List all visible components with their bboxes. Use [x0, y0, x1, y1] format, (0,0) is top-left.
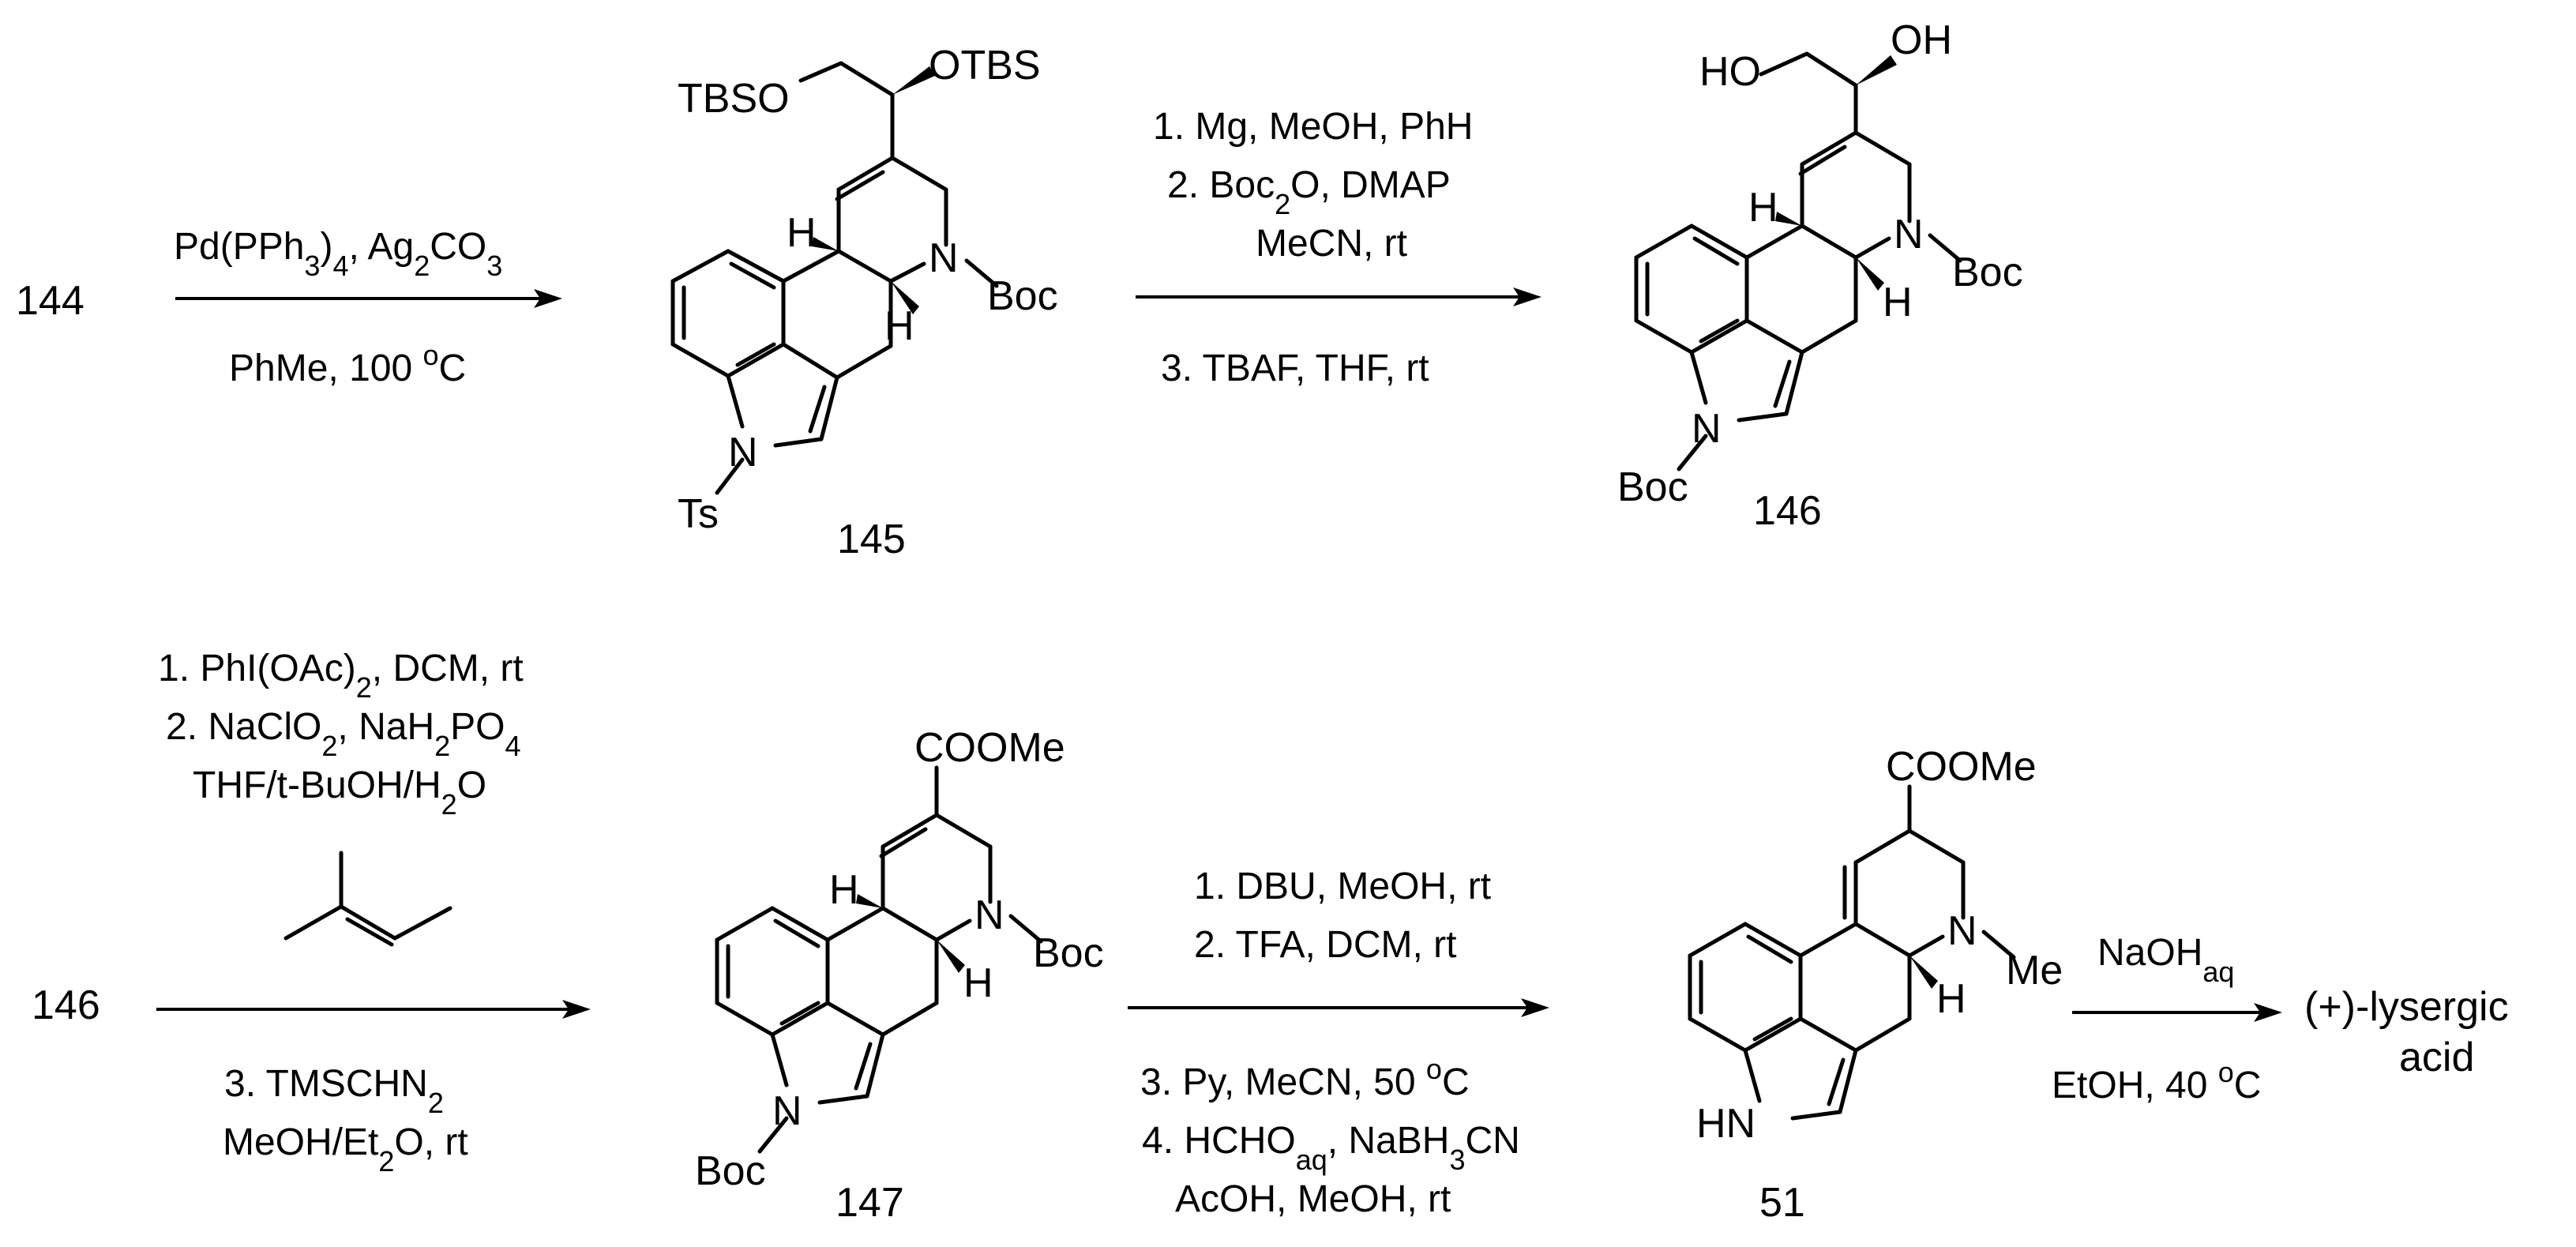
- atom-OH-146: OH: [1891, 17, 1952, 63]
- atom-Boc-147b: Boc: [695, 1148, 766, 1194]
- atom-N-51: N: [1947, 908, 1977, 954]
- atom-Boc-146: Boc: [1952, 250, 2023, 295]
- condition-r1-above: Pd(PPh3)4, Ag2CO3: [174, 226, 502, 282]
- compound-label-146: 146: [1753, 488, 1822, 534]
- atom-COOMe-51: COOMe: [1886, 744, 2037, 790]
- atom-Boc-145: Boc: [987, 273, 1058, 319]
- reaction-arrow-1: [175, 289, 562, 308]
- condition-r2-a1: 1. Mg, MeOH, PhH: [1153, 106, 1473, 148]
- atom-H-51: H: [1936, 976, 1966, 1022]
- atom-H-146b: H: [1883, 280, 1913, 325]
- condition-r3-b1: 3. TMSCHN2: [224, 1063, 444, 1119]
- reaction-arrow-5: [2072, 1003, 2282, 1022]
- condition-r3-a3: THF/t-BuOH/H2O: [193, 764, 486, 821]
- atom-H-146a: H: [1748, 185, 1778, 231]
- atom-H-147b: H: [963, 960, 993, 1006]
- atom-TBSO: TBSO: [678, 76, 790, 122]
- compound-label-144: 144: [16, 278, 84, 324]
- compound-label-145: 145: [837, 516, 906, 562]
- reaction-arrow-2: [1136, 287, 1541, 306]
- structure-147: [715, 765, 1043, 1154]
- structure-2-methyl-2-butene: [284, 851, 452, 947]
- structure-145: [670, 61, 999, 495]
- atom-N-147: N: [974, 892, 1004, 938]
- compound-label-147: 147: [836, 1180, 904, 1226]
- structure-51: [1688, 784, 2016, 1121]
- atom-N-145b: N: [728, 430, 758, 475]
- reaction-arrow-4: [1128, 998, 1549, 1017]
- atom-H-145a: H: [787, 210, 817, 256]
- condition-r4-b1: 3. Py, MeCN, 50 oC: [1140, 1053, 1470, 1104]
- atom-HN-51: HN: [1696, 1101, 1756, 1147]
- product-lysergic-acid-line2: acid: [2399, 1035, 2474, 1080]
- condition-r3-a2: 2. NaClO2, NaH2PO4: [166, 706, 521, 762]
- structure-146: [1634, 51, 1962, 471]
- condition-r3-b2: MeOH/Et2O, rt: [223, 1121, 468, 1178]
- condition-r2-b1: 3. TBAF, THF, rt: [1161, 347, 1429, 389]
- atom-N-147b: N: [772, 1088, 802, 1134]
- condition-r2-a2: 2. Boc2O, DMAP: [1167, 164, 1451, 220]
- condition-r5-above: NaOHaq: [2097, 932, 2234, 988]
- atom-COOMe-147: COOMe: [914, 725, 1065, 771]
- condition-r3-a1: 1. PhI(OAc)2, DCM, rt: [158, 648, 524, 704]
- condition-r4-b3: AcOH, MeOH, rt: [1175, 1178, 1451, 1220]
- atom-N-146: N: [1894, 212, 1924, 257]
- atom-N-146b: N: [1692, 406, 1722, 452]
- atom-Ts: Ts: [678, 491, 719, 537]
- atom-HO-146: HO: [1699, 49, 1761, 95]
- condition-r5-below: EtOH, 40 oC: [2052, 1056, 2261, 1107]
- condition-r1-below: PhMe, 100 oC: [229, 339, 466, 390]
- atom-Me-51: Me: [2006, 948, 2063, 993]
- compound-label-146-row2: 146: [32, 982, 100, 1028]
- condition-r4-a2: 2. TFA, DCM, rt: [1194, 924, 1456, 966]
- atom-Boc-146b: Boc: [1617, 464, 1688, 510]
- atom-H-145b: H: [884, 303, 914, 349]
- atom-OTBS: OTBS: [929, 43, 1041, 88]
- condition-r4-a1: 1. DBU, MeOH, rt: [1194, 866, 1491, 907]
- condition-r4-b2: 4. HCHOaq, NaBH3CN: [1142, 1120, 1520, 1176]
- reaction-arrow-3: [156, 1000, 591, 1019]
- compound-label-51: 51: [1759, 1180, 1805, 1226]
- atom-H-147a: H: [829, 867, 859, 913]
- condition-r2-a3: MeCN, rt: [1256, 223, 1407, 265]
- atom-N-145: N: [929, 235, 959, 281]
- atom-Boc-147: Boc: [1033, 930, 1104, 976]
- product-lysergic-acid-line1: (+)-lysergic: [2304, 984, 2509, 1030]
